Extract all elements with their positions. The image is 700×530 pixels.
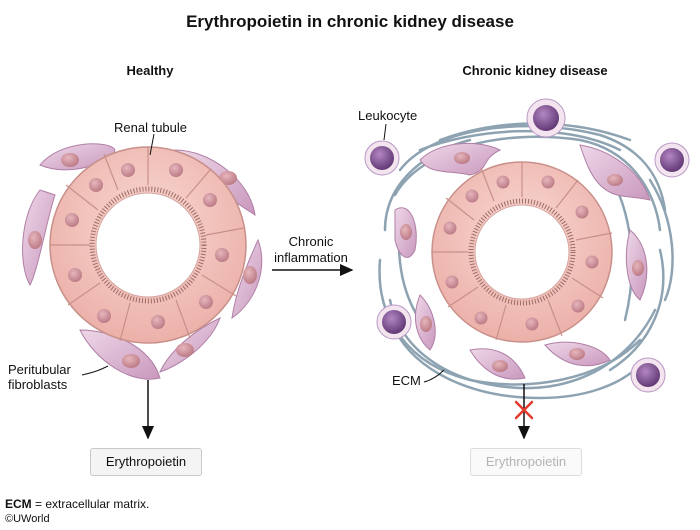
tubule-nucleus <box>215 248 229 262</box>
tubule-nucleus <box>203 193 217 207</box>
tubule-nucleus <box>65 213 79 227</box>
peritubular-label-line1: Peritubular <box>8 362 71 377</box>
figure-title: Erythropoietin in chronic kidney disease <box>186 12 514 31</box>
tubule-lumen <box>95 192 201 298</box>
tubule-nucleus <box>151 315 165 329</box>
tubule-nucleus <box>199 295 213 309</box>
healthy-renal-tubule <box>49 146 247 344</box>
ecm-label: ECM <box>392 373 421 388</box>
leukocyte-label: Leukocyte <box>358 108 418 123</box>
tubule-nucleus <box>169 163 183 177</box>
fibroblast-nucleus <box>122 354 140 368</box>
fibroblast-nucleus <box>176 343 194 357</box>
leukocytes <box>364 98 690 393</box>
ckd-heading: Chronic kidney disease <box>462 63 608 78</box>
footnote-abbr: ECM <box>5 497 32 511</box>
ckd-erythropoietin-box: Erythropoietin <box>470 448 582 476</box>
healthy-heading: Healthy <box>126 63 174 78</box>
fibroblast-nucleus <box>243 266 257 284</box>
tubule-nucleus <box>68 268 82 282</box>
copyright: ©UWorld <box>5 513 50 525</box>
healthy-panel <box>22 133 263 440</box>
tubule-nucleus <box>89 178 103 192</box>
footnote-definition: = extracellular matrix. <box>31 497 150 511</box>
healthy-erythropoietin-box: Erythropoietin <box>90 448 202 476</box>
fibroblast-nucleus <box>28 231 42 249</box>
ckd-fibroblasts <box>394 142 651 380</box>
tubule-nucleus <box>121 163 135 177</box>
inflammation-label: inflammation <box>274 250 348 265</box>
ckd-panel <box>364 98 690 440</box>
ckd-renal-tubule <box>431 161 613 343</box>
footnote: ECM = extracellular matrix. <box>5 497 149 511</box>
peritubular-label-line2: fibroblasts <box>8 377 68 392</box>
tubule-nucleus <box>97 309 111 323</box>
block-x-icon <box>514 400 534 420</box>
chronic-label: Chronic <box>288 234 334 249</box>
renal-tubule-label: Renal tubule <box>114 120 187 135</box>
fibroblast-nucleus <box>61 153 79 167</box>
